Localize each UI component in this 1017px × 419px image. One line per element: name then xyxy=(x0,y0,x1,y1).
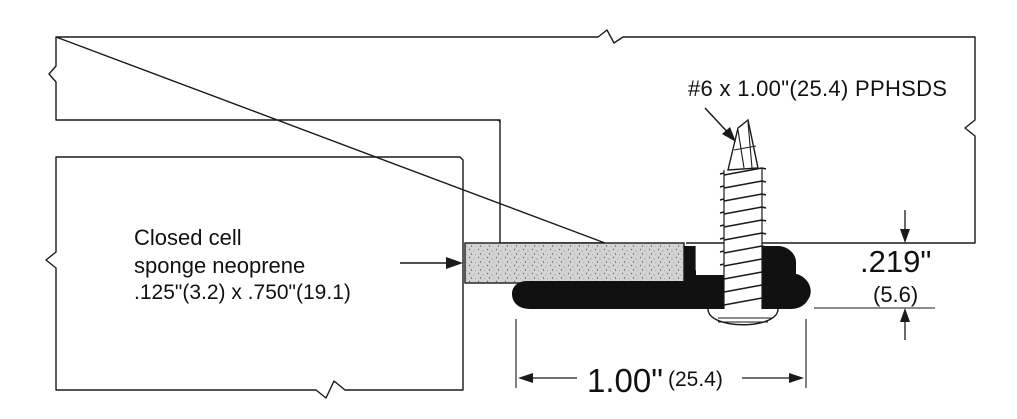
sponge-neoprene-strip xyxy=(464,242,685,284)
width-dimension-mm: (25.4) xyxy=(668,368,723,391)
lower-wall-outline xyxy=(45,156,464,399)
sponge-label-line-1: Closed cell xyxy=(134,225,242,250)
width-dimension-inches: 1.00" xyxy=(587,362,663,399)
sponge-label-line-3: .125"(3.2) x .750"(19.1) xyxy=(134,281,351,304)
gap-dimension xyxy=(814,210,935,340)
upper-wall-outline xyxy=(48,29,976,244)
screw-icon xyxy=(719,118,767,309)
width-dimension xyxy=(515,319,807,388)
screw-label: #6 x 1.00"(25.4) PPHSDS xyxy=(688,76,948,101)
sponge-leader-arrow xyxy=(400,257,463,269)
gap-dimension-mm: (5.6) xyxy=(873,282,919,307)
screw-leader-arrow xyxy=(704,107,736,142)
sponge-label-line-2: sponge neoprene xyxy=(134,253,306,278)
screw-head-icon xyxy=(707,308,779,326)
gap-dimension-inches: .219" xyxy=(860,244,932,279)
